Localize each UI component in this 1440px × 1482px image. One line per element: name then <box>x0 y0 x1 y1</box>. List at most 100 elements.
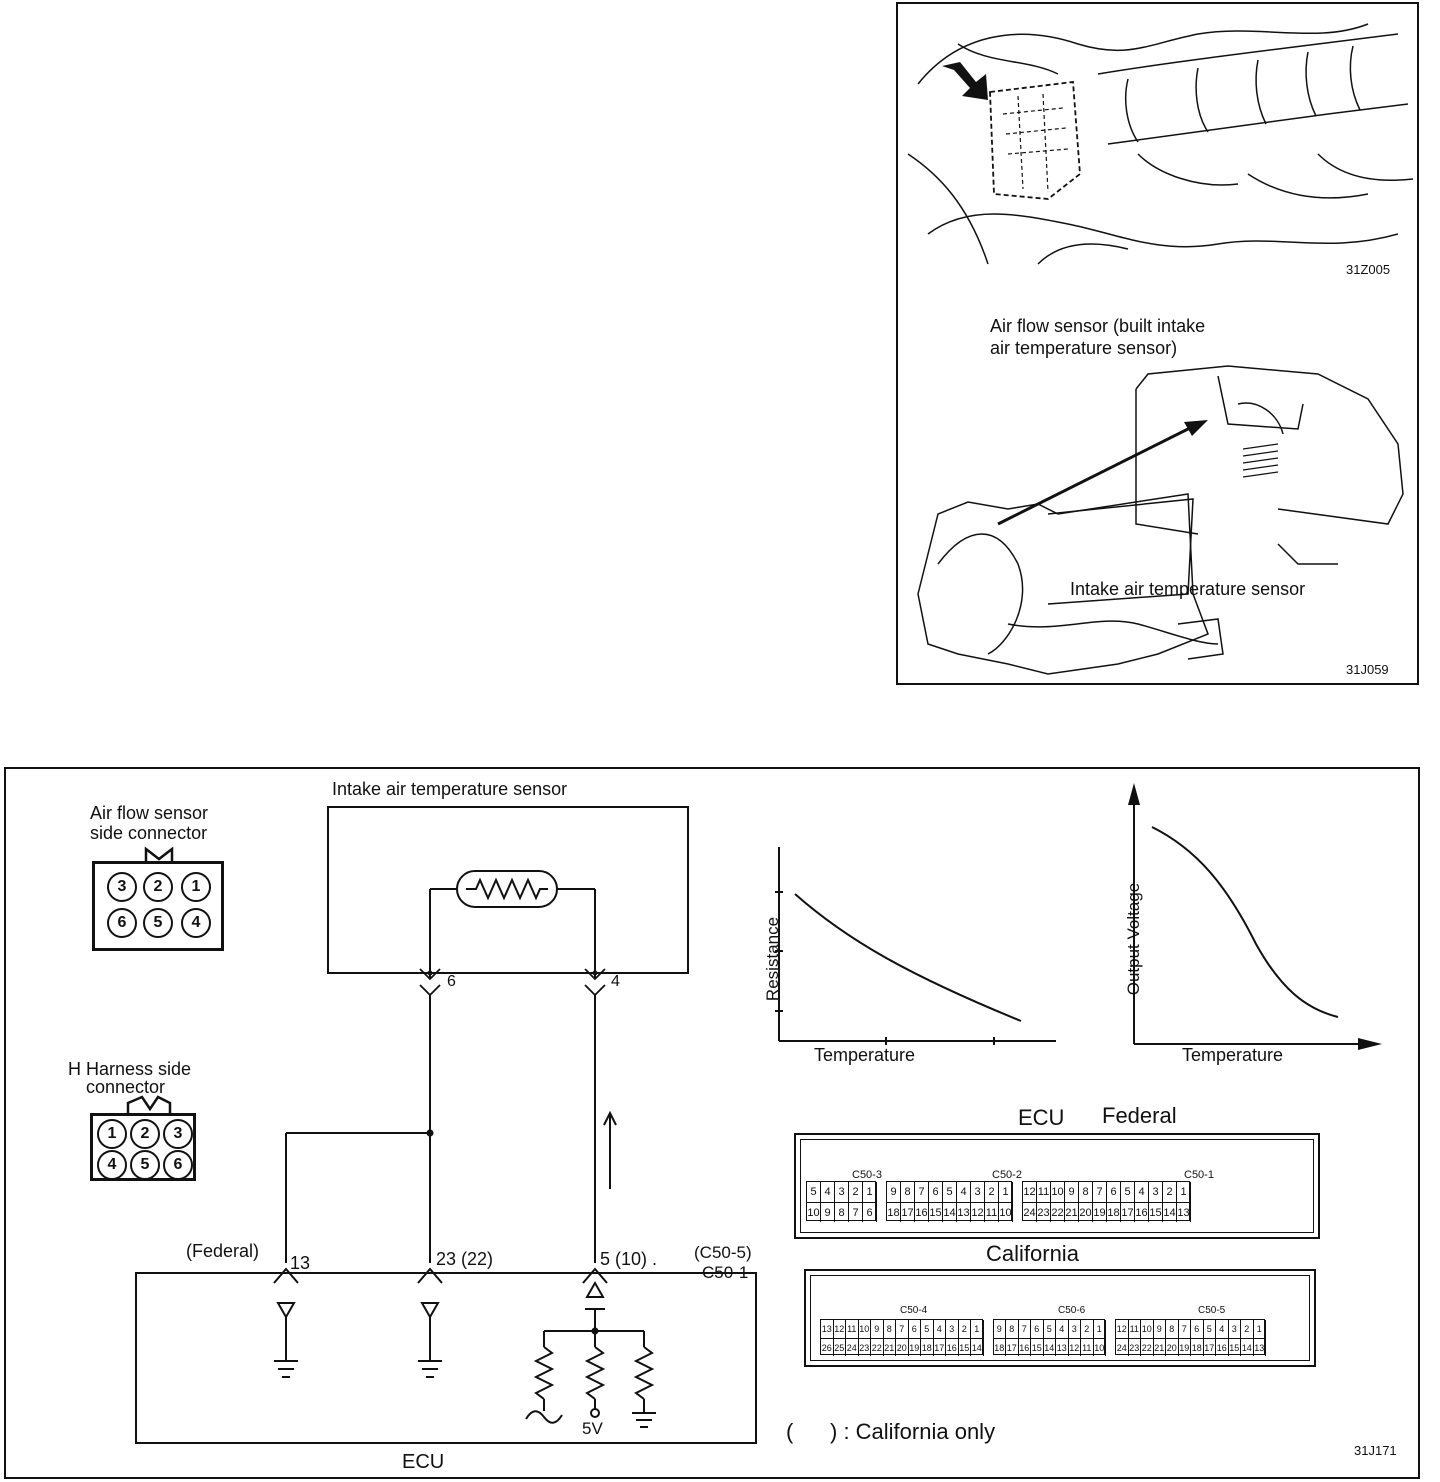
ecu-federal-title-ecu: ECU <box>1018 1105 1065 1130</box>
federal-pin-cell: 24 <box>1023 1202 1037 1222</box>
harness-pin: 6 <box>163 1150 193 1180</box>
federal-pin-cell: 9 <box>821 1202 835 1222</box>
california-pin-cell: 23 <box>858 1338 871 1356</box>
federal-pin-cell: 3 <box>1149 1182 1163 1202</box>
federal-pin-cell: 10 <box>999 1202 1013 1222</box>
federal-pin-cell: 3 <box>835 1182 849 1202</box>
federal-pin-cell: 6 <box>929 1182 943 1202</box>
sensor-title: Intake air temperature sensor <box>332 779 568 799</box>
federal-pin-cell: 9 <box>887 1182 901 1202</box>
federal-pin-cell: 1 <box>1177 1182 1191 1202</box>
federal-pin-cell: 7 <box>1093 1182 1107 1202</box>
federal-pin-cell: 21 <box>1065 1202 1079 1222</box>
california-pin-cell: 2 <box>959 1320 971 1338</box>
california-pin-cell: 10 <box>859 1320 871 1338</box>
federal-pin-cell: 23 <box>1037 1202 1051 1222</box>
california-pin-cell: 18 <box>921 1338 934 1356</box>
federal-pin-cell: 12 <box>971 1202 985 1222</box>
federal-pin-cell: 5 <box>1121 1182 1135 1202</box>
california-pin-cell: 26 <box>821 1338 834 1356</box>
california-pin-cell: 12 <box>1068 1338 1081 1356</box>
schematic-panel: Air flow sensor side connector 3 2 1 6 5… <box>4 767 1420 1479</box>
california-pin-cell: 1 <box>1094 1320 1106 1338</box>
federal-pin-cell: 13 <box>1177 1202 1191 1222</box>
federal-pin-cell: 18 <box>1107 1202 1121 1222</box>
afs-pin: 6 <box>107 908 137 938</box>
afs-side-connector: 3 2 1 6 5 4 <box>92 861 224 951</box>
voltage-xlabel: Temperature <box>1182 1045 1284 1065</box>
california-pin-cell: 3 <box>946 1320 959 1338</box>
afs-pin: 5 <box>143 908 173 938</box>
california-pin-cell: 20 <box>1166 1338 1179 1356</box>
california-pin-cell: 21 <box>883 1338 896 1356</box>
california-pin-cell: 17 <box>1203 1338 1216 1356</box>
california-pin-cell: 14 <box>1043 1338 1056 1356</box>
california-pin-cell: 7 <box>1019 1320 1031 1338</box>
afs-caption-line2: air temperature sensor) <box>990 338 1178 358</box>
federal-pin-cell: 10 <box>807 1202 821 1222</box>
california-pin-cell: 23 <box>1128 1338 1141 1356</box>
federal-pin-cell: 5 <box>943 1182 957 1202</box>
federal-pin-cell: 20 <box>1079 1202 1093 1222</box>
california-pin-cell: 13 <box>1056 1338 1069 1356</box>
california-pin-cell: 4 <box>1216 1320 1229 1338</box>
fed-block-label-c50-3: C50-3 <box>852 1169 882 1181</box>
california-pin-cell: 16 <box>946 1338 959 1356</box>
california-pin-cell: 2 <box>1081 1320 1094 1338</box>
california-pin-cell: 10 <box>1093 1338 1106 1356</box>
federal-pin-cell: 8 <box>1079 1182 1093 1202</box>
california-only-note: ( ) : California only <box>786 1419 996 1444</box>
fed-block-label-c50-1: C50-1 <box>1184 1169 1214 1181</box>
federal-pin-cell: 10 <box>1051 1182 1065 1202</box>
harness-pin: 3 <box>163 1119 193 1149</box>
california-pin-cell: 13 <box>821 1320 834 1338</box>
california-pin-cell: 5 <box>1044 1320 1056 1338</box>
california-pin-cell: 8 <box>884 1320 896 1338</box>
california-pin-cell: 9 <box>1154 1320 1166 1338</box>
california-pin-cell: 24 <box>1116 1338 1129 1356</box>
engine-bay-illustration <box>907 23 1414 675</box>
federal-pin-cell: 8 <box>901 1182 915 1202</box>
california-pin-cell: 25 <box>833 1338 846 1356</box>
afs-caption-line1: Air flow sensor (built intake <box>990 316 1206 336</box>
ecu-label: ECU <box>402 1451 445 1473</box>
photo-top-code: 31Z005 <box>1346 262 1391 277</box>
ca-block-label-c50-5: C50-5 <box>1198 1305 1226 1316</box>
california-pin-cell: 22 <box>871 1338 884 1356</box>
california-pin-cell: 12 <box>1116 1320 1129 1338</box>
federal-pin-cell: 1 <box>999 1182 1013 1202</box>
federal-pin-cell: 16 <box>1135 1202 1149 1222</box>
harness-side-connector: 1 2 3 4 5 6 <box>90 1113 196 1181</box>
afs-connector-label-1: Air flow sensor <box>90 803 209 823</box>
ecu-california-title: California <box>986 1241 1079 1266</box>
california-pin-cell: 12 <box>834 1320 846 1338</box>
federal-pin-cell: 14 <box>943 1202 957 1222</box>
ecu-pin-23: 23 (22) <box>436 1249 494 1269</box>
california-pin-cell: 7 <box>1179 1320 1191 1338</box>
sensor-pin-4: 4 <box>611 973 620 990</box>
harness-pin: 2 <box>130 1119 160 1149</box>
federal-pin-cell: 9 <box>1065 1182 1079 1202</box>
federal-pin-cell: 5 <box>807 1182 821 1202</box>
federal-pin-cell: 6 <box>1107 1182 1121 1202</box>
california-pin-cell: 15 <box>1031 1338 1044 1356</box>
wiring-schematic <box>126 806 757 1444</box>
afs-pin: 3 <box>107 872 137 902</box>
california-pin-cell: 6 <box>909 1320 921 1338</box>
federal-pin-cell: 6 <box>863 1202 877 1222</box>
photo-panel: 31Z005 Air flow sensor (built intake air… <box>896 2 1419 685</box>
afs-pin: 2 <box>143 872 173 902</box>
afs-pin: 4 <box>181 908 211 938</box>
california-pin-cell: 5 <box>921 1320 934 1338</box>
california-pin-cell: 9 <box>871 1320 884 1338</box>
california-pin-cell: 7 <box>896 1320 909 1338</box>
sensor-pin-6: 6 <box>447 973 456 990</box>
federal-pin-cell: 16 <box>915 1202 929 1222</box>
connector-id-california: (C50-5) <box>694 1243 752 1262</box>
california-pin-cell: 6 <box>1191 1320 1204 1338</box>
fed-block-label-c50-2: C50-2 <box>992 1169 1022 1181</box>
california-pin-cell: 19 <box>908 1338 921 1356</box>
